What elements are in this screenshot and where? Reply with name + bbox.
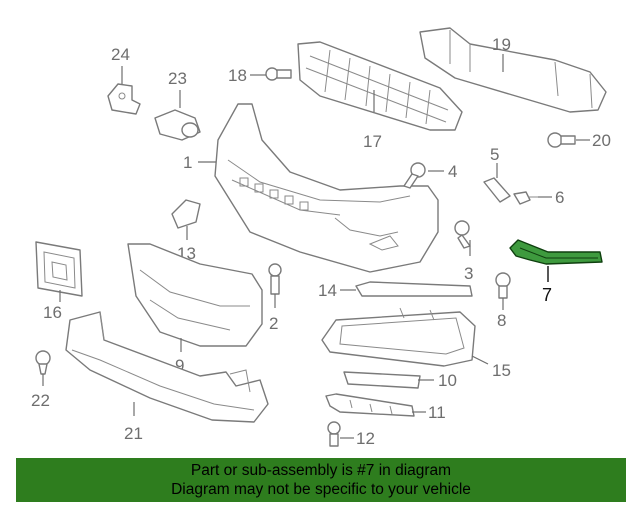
callout-4[interactable]: 4 bbox=[448, 162, 457, 181]
part-14-strip[interactable] bbox=[355, 281, 473, 297]
part-16-plate-bracket[interactable] bbox=[35, 241, 83, 297]
part-1-bumper-face[interactable] bbox=[214, 103, 439, 273]
callout-22[interactable]: 22 bbox=[31, 391, 50, 410]
part-15-fog-garnish[interactable] bbox=[321, 307, 476, 367]
part-13-cap[interactable] bbox=[171, 199, 201, 229]
callout-11[interactable]: 11 bbox=[428, 403, 446, 422]
part-11-lower-trim[interactable] bbox=[325, 393, 415, 417]
part-9-lower-cover[interactable] bbox=[127, 243, 263, 347]
part-8-bolt[interactable] bbox=[495, 272, 511, 299]
part-19-absorber[interactable] bbox=[419, 27, 607, 113]
part-17-grille-frame[interactable] bbox=[297, 41, 463, 131]
part-6-pin[interactable] bbox=[513, 191, 538, 205]
callout-9[interactable]: 9 bbox=[175, 356, 184, 375]
banner-line-2: Diagram may not be specific to your vehi… bbox=[171, 481, 471, 498]
leader-15 bbox=[471, 355, 489, 365]
callout-17[interactable]: 17 bbox=[363, 132, 382, 151]
part-4-screw[interactable] bbox=[403, 162, 426, 189]
part-23-sensor[interactable] bbox=[154, 109, 201, 141]
part-18-bolt[interactable] bbox=[265, 67, 292, 81]
part-5-clip[interactable] bbox=[483, 177, 511, 203]
callout-19[interactable]: 19 bbox=[492, 35, 511, 54]
part-7-bracket-highlighted[interactable] bbox=[509, 239, 603, 265]
part-2-bolt[interactable] bbox=[268, 263, 282, 295]
part-3-screw[interactable] bbox=[454, 220, 471, 249]
part-20-bolt[interactable] bbox=[547, 132, 576, 148]
callout-6[interactable]: 6 bbox=[555, 188, 564, 207]
part-10-trim[interactable] bbox=[343, 371, 421, 389]
banner-line-1: Part or sub-assembly is #7 in diagram bbox=[190, 462, 452, 479]
callout-23[interactable]: 23 bbox=[168, 69, 187, 88]
callout-5[interactable]: 5 bbox=[490, 145, 499, 164]
callout-20[interactable]: 20 bbox=[592, 131, 611, 150]
callout-2[interactable]: 2 bbox=[269, 314, 278, 333]
part-12-bolt[interactable] bbox=[327, 421, 341, 447]
part-info-banner: Part or sub-assembly is #7 in diagram Di… bbox=[16, 458, 626, 502]
callout-1[interactable]: 1 bbox=[183, 153, 192, 172]
callout-3[interactable]: 3 bbox=[464, 264, 473, 283]
callout-18[interactable]: 18 bbox=[228, 66, 247, 85]
part-24-bracket[interactable] bbox=[107, 83, 141, 115]
part-21-under-cover[interactable] bbox=[65, 311, 269, 423]
callout-24[interactable]: 24 bbox=[111, 45, 130, 64]
parts-diagram: 19 17 18 24 23 1 bbox=[31, 27, 611, 448]
callout-8[interactable]: 8 bbox=[497, 311, 506, 330]
callout-15[interactable]: 15 bbox=[492, 361, 511, 380]
callout-21[interactable]: 21 bbox=[124, 424, 143, 443]
callout-10[interactable]: 10 bbox=[438, 371, 457, 390]
callout-7[interactable]: 7 bbox=[542, 285, 552, 305]
callout-12[interactable]: 12 bbox=[356, 429, 375, 448]
callout-14[interactable]: 14 bbox=[318, 281, 337, 300]
callout-16[interactable]: 16 bbox=[43, 303, 62, 322]
part-22-clip[interactable] bbox=[35, 350, 51, 375]
